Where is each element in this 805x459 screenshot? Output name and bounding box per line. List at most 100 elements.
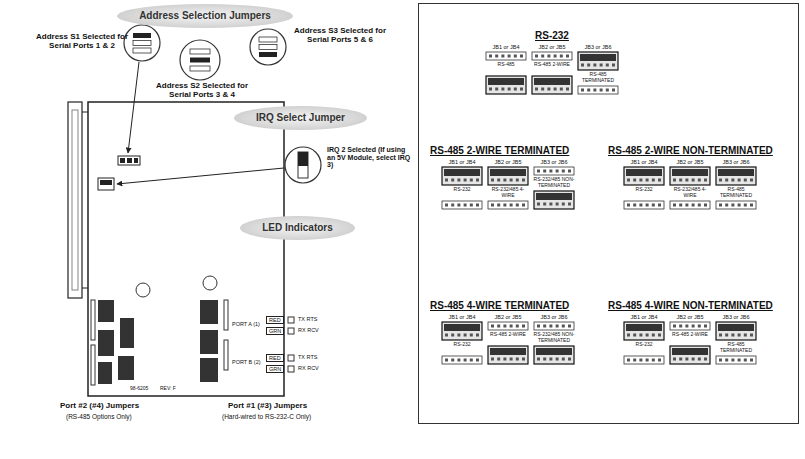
jumper-zoom-s1 [124,25,160,61]
header-pin [719,204,722,207]
header-pin [503,358,506,361]
mode-heading: RS-485 4-WIRE TERMINATED [430,300,569,311]
header-pin [646,204,649,207]
header-pin [673,358,676,361]
jumper-shunt [444,324,480,331]
option-label: RS-232 [440,342,484,348]
header-pin [516,179,519,182]
header-pin [587,64,590,67]
header-pin [744,179,747,182]
header-pin [658,179,661,182]
board [88,102,284,396]
led-header [288,317,294,323]
jumper-shunt [672,348,708,355]
callout-text: IRQ 2 Selected (If using an 5V Module, s… [327,146,411,169]
header-pin [719,334,722,337]
header-pin [679,204,682,207]
port-label: PORT B (2) [232,359,261,365]
jumper-shunt [490,348,526,355]
header-pin [497,179,500,182]
header-pin [491,325,494,328]
jumper-shunt [626,169,662,176]
jumper-name: JB2 or JB5 [530,44,574,50]
header-pin [744,204,747,207]
board-chips [118,356,134,380]
header-pin [698,179,701,182]
header-pin [470,359,473,362]
jumper-zoom-s1 [133,48,151,53]
header-pin [510,358,513,361]
header-pin [633,359,636,362]
header-pin [652,179,655,182]
option-label: RS-485 2-WIRE [530,62,574,68]
callout-text: Address S2 Selected for Serial Ports 3 &… [148,82,256,100]
address-jumper-board [118,156,140,165]
header-pin [470,179,473,182]
jumper-zoom-s3 [259,37,277,42]
header-pin [510,204,513,207]
header-pin [646,359,649,362]
header-pin [673,325,676,328]
callout-band: LED Indicators [240,216,355,240]
jumper-note: (RS-485 Options Only) [66,413,132,420]
header-pin [750,179,753,182]
option-label: RS-485 TERMINATED [714,342,758,353]
jumper-block [534,346,574,364]
irq-jumper-board [98,178,114,190]
jumper-shunt [444,169,480,176]
jumper-name: JB2 or JB5 [668,314,712,320]
irq-zoom [285,147,321,183]
board-chips [200,300,218,324]
header-pin [719,179,722,182]
header-pin [451,359,454,362]
jumper-zoom-s2 [180,40,220,80]
jumper-name: JB3 or JB6 [532,314,576,320]
signal-name: RX RCV [298,365,319,371]
header-pin [658,359,661,362]
header-pin [451,179,454,182]
mode-panel [419,4,799,424]
jumper-shunt [718,324,754,331]
header-pin [698,358,701,361]
header-pin [522,325,525,328]
header-pin [549,358,552,361]
band-text: Address Selection Jumpers [139,10,271,22]
mode-heading: RS-485 4-WIRE NON-TERMINATED [608,300,773,311]
header-pin [470,204,473,207]
header-pin [685,325,688,328]
header-pin [556,203,559,206]
header-pin [562,325,565,328]
led-header [288,355,294,361]
header-pin [606,89,609,92]
header-pin [698,204,701,207]
header-pin [445,334,448,337]
board [68,102,82,298]
header-pin [685,179,688,182]
header-pin [750,204,753,207]
board-chips [91,300,95,340]
board [82,112,88,113]
header-pin [673,204,676,207]
board [203,276,217,290]
board-chips [98,300,114,322]
header-pin [560,88,563,91]
header-pin [541,55,544,58]
jumper-shunt [534,78,570,85]
header-pin [704,204,707,207]
header-pin [562,170,565,173]
header-pin [549,325,552,328]
jumper-block [486,76,526,94]
option-label: RS-485 2-WIRE [486,332,530,338]
header-pin [587,89,590,92]
header-pin [457,334,460,337]
header-pin [491,358,494,361]
header-pin [593,89,596,92]
header-pin [541,88,544,91]
header-pin [627,179,630,182]
header-pin [562,358,565,361]
jumper-name: JB1 or JB4 [484,44,528,50]
header-pin [508,55,511,58]
header-pin [491,204,494,207]
option-label: RS-232 [440,187,484,193]
header-pin [537,325,540,328]
